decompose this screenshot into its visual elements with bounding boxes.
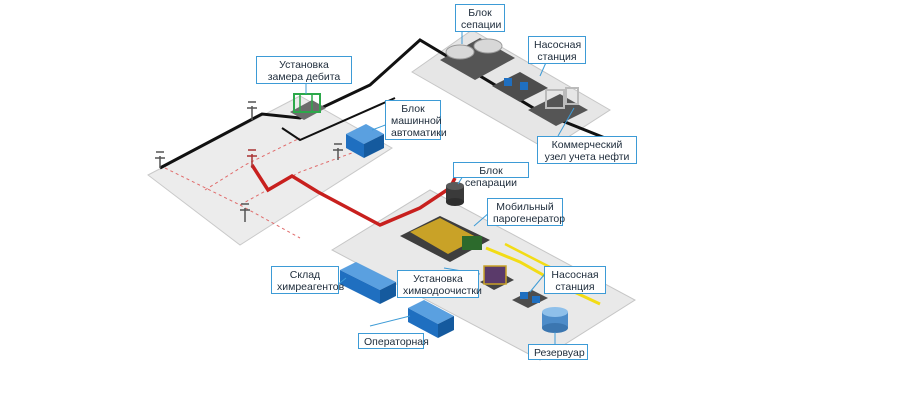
steam-pipeline [250,164,457,227]
label-oil-metering: Коммерческий узел учета нефти [537,136,637,164]
label-operator-room: Операторная [358,333,429,349]
separation-unit-icon [440,38,515,80]
label-chemical-warehouse: Склад химреагентов [271,266,344,294]
label-automation-block: Блок машинной автоматики [385,100,447,140]
pump-station-icon [512,290,548,308]
reservoir-icon [542,307,568,333]
flow-metering-unit-icon [290,93,326,120]
oil-metering-unit-icon [528,87,588,126]
oil-pipeline-branch [281,97,396,142]
label-separation-block-bottom: Блок сепарации [453,162,529,189]
label-water-treatment: Установка химводоочистки [397,270,482,298]
label-separation-block-top: Блок сепации [455,4,505,32]
wellhead-icon [247,101,257,120]
pump-station-icon [492,72,548,102]
label-flow-metering-unit: Установка замера дебита [256,56,352,84]
label-pump-station-bottom: Насосная станция [544,266,606,294]
label-pump-station-top: Насосная станция [528,36,586,64]
wellhead-icon [247,149,257,168]
label-reservoir: Резервуар [528,344,588,360]
steam-generator-icon [400,216,490,262]
operator-room-icon [408,300,454,338]
wellhead-icon [240,203,250,222]
platform-wellpad [147,95,393,246]
separation-tank-icon [446,182,464,206]
water-treatment-unit-icon [480,265,514,290]
wellhead-icon [333,143,343,160]
label-steam-generator: Мобильный парогенератор [487,198,565,226]
chemical-warehouse-icon [340,262,396,304]
wellhead-icon [155,151,165,168]
